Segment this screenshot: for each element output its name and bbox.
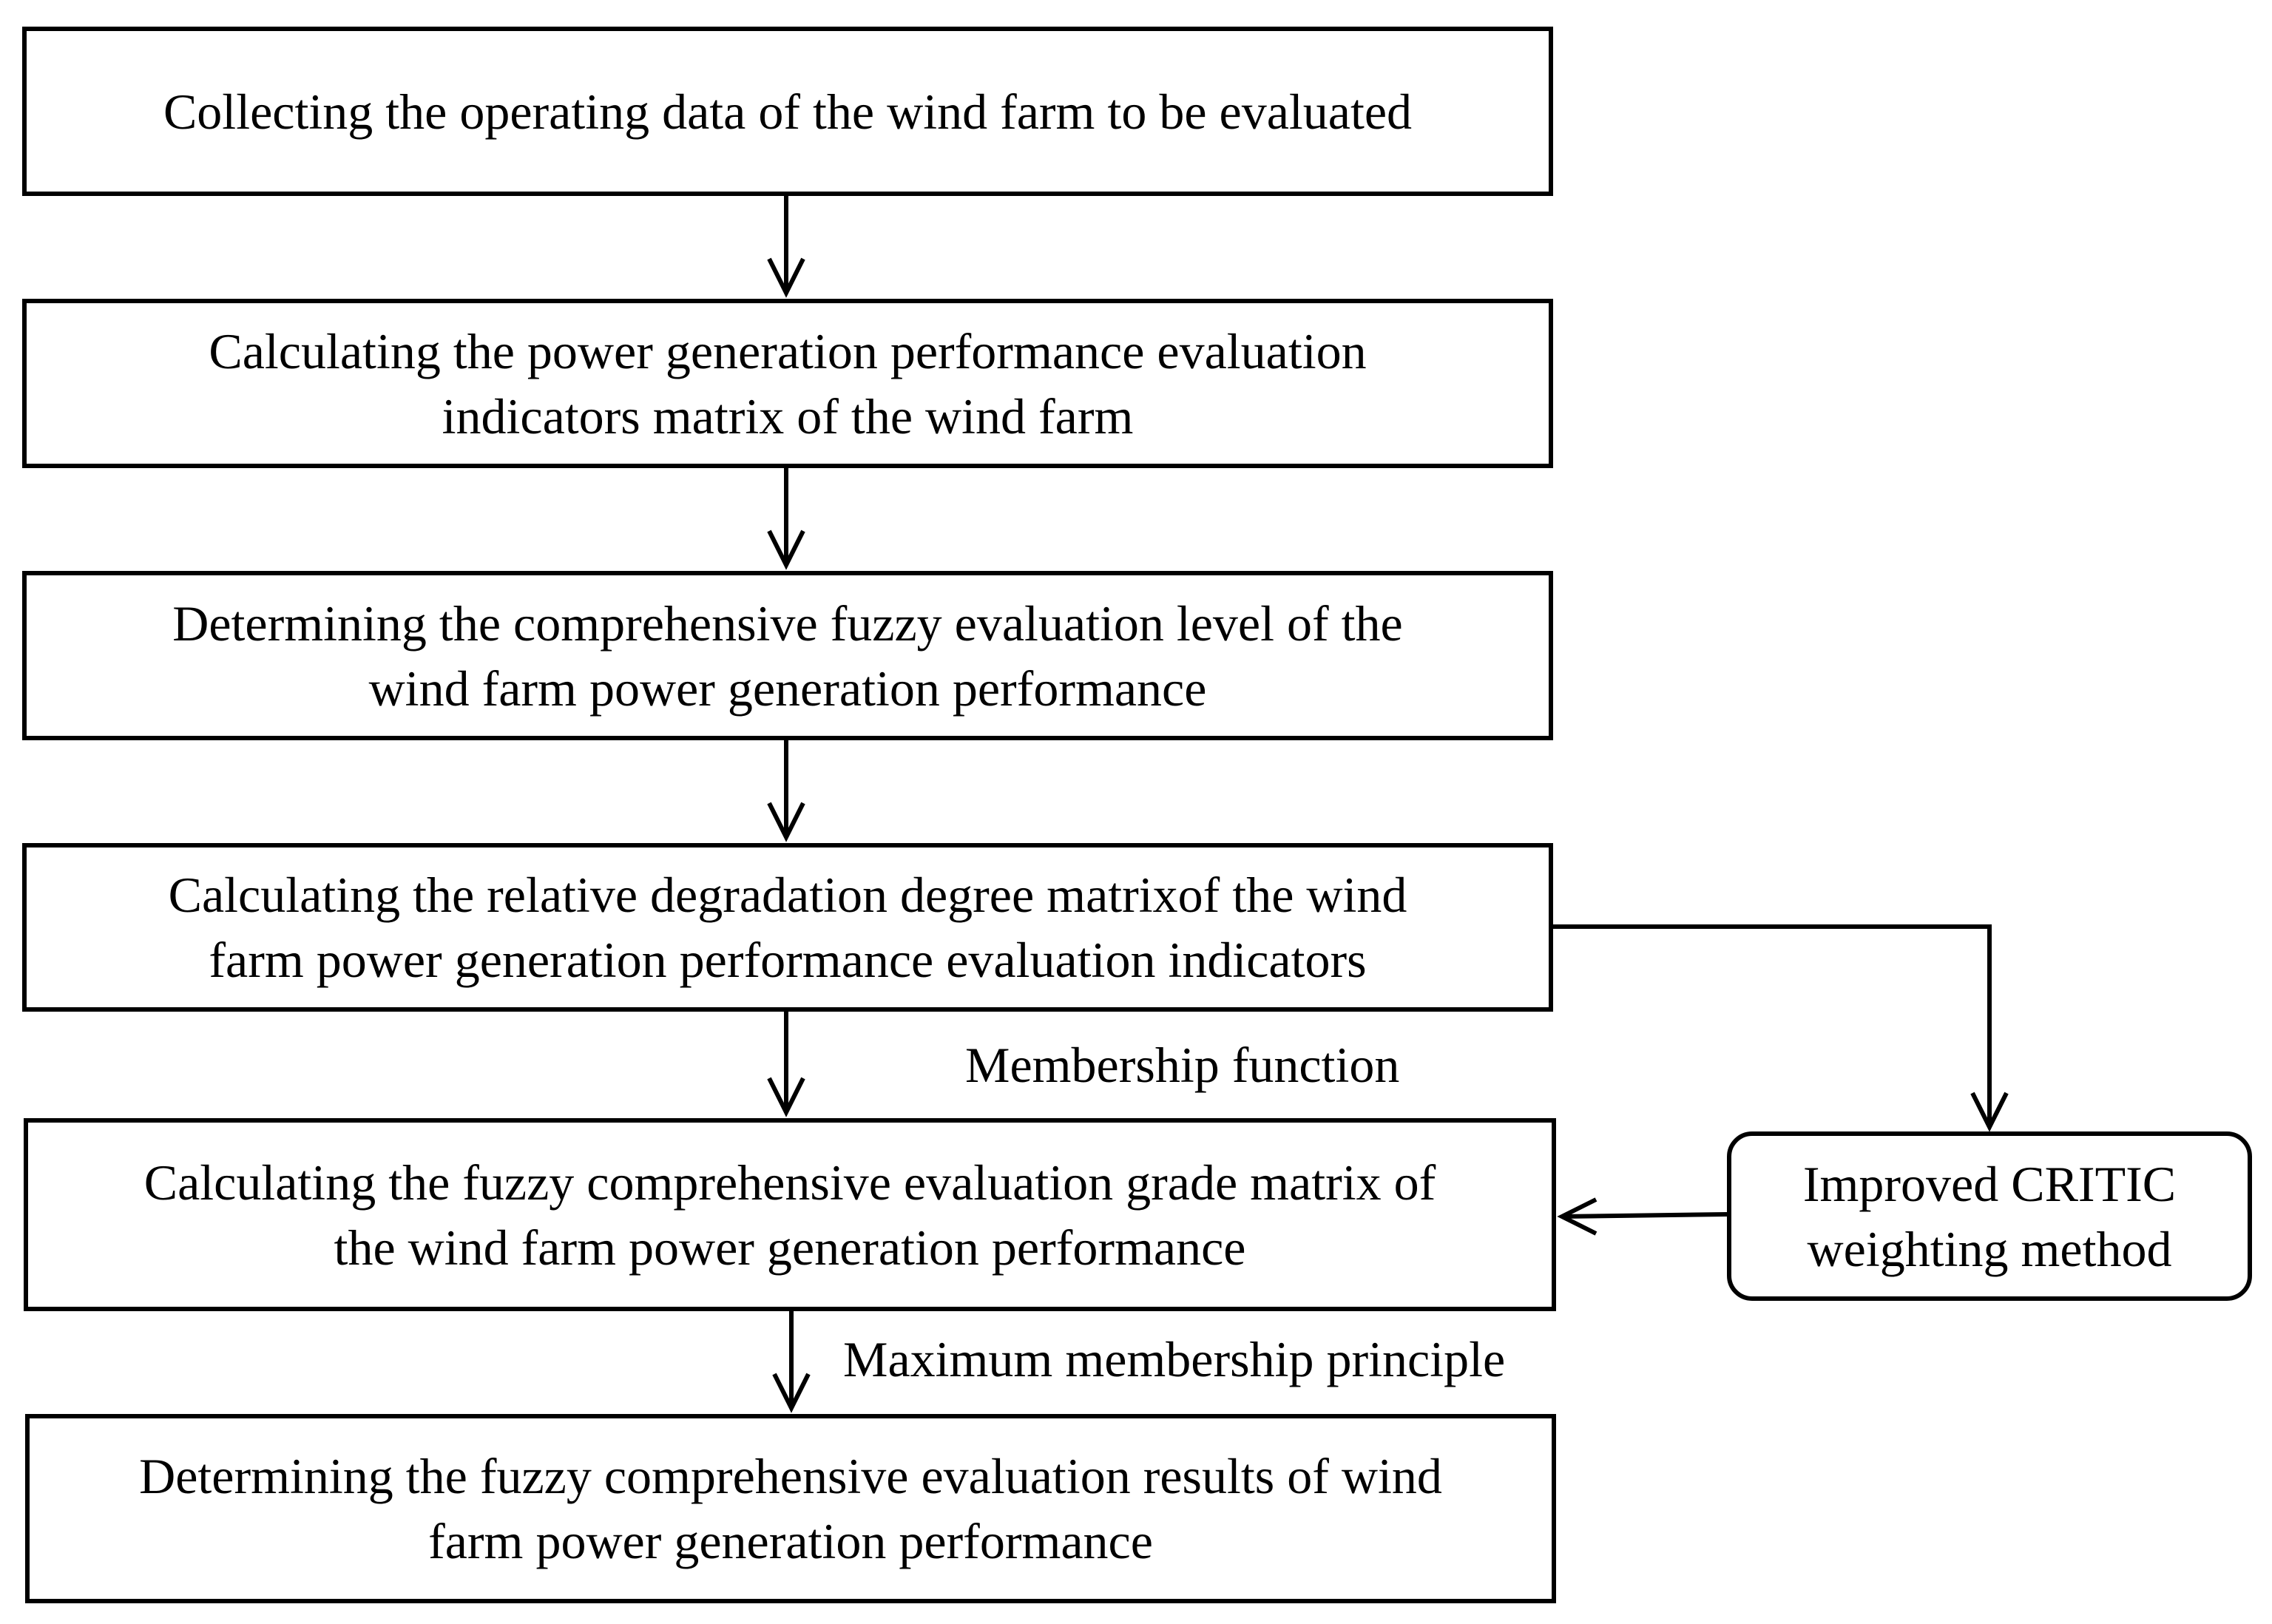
critic-weighting-line1: Improved CRITIC xyxy=(1802,1155,2177,1212)
step-determine-evaluation-level-line1: Determining the comprehensive fuzzy eval… xyxy=(172,595,1403,652)
edge-label-membership-function: Membership function xyxy=(965,1037,1400,1093)
step-calc-degradation-matrix-line1: Calculating the relative degradation deg… xyxy=(168,867,1407,923)
step-determine-results-line1: Determining the fuzzy comprehensive eval… xyxy=(139,1448,1442,1504)
step-calc-grade-matrix-line1: Calculating the fuzzy comprehensive eval… xyxy=(143,1154,1436,1211)
step-determine-evaluation-level-line2: wind farm power generation performance xyxy=(368,660,1207,717)
arrow-step4-to-critic xyxy=(1553,924,1992,1127)
arrowhead-critic-to-step5 xyxy=(1557,1197,1598,1236)
step-collect-data: Collecting the operating data of the win… xyxy=(22,27,1553,196)
edge-label-maximum-membership: Maximum membership principle xyxy=(843,1331,1506,1387)
step-calc-indicators-matrix: Calculating the power generation perform… xyxy=(22,299,1553,468)
step-calc-grade-matrix: Calculating the fuzzy comprehensive eval… xyxy=(24,1118,1556,1311)
step-calc-indicators-matrix-line1: Calculating the power generation perform… xyxy=(209,322,1367,379)
step-calc-indicators-matrix-line2: indicators matrix of the wind farm xyxy=(442,388,1134,444)
step-determine-results-line2: farm power generation performance xyxy=(428,1513,1153,1569)
arrow-critic-to-step5 xyxy=(1561,1212,1728,1219)
arrowhead-step5-to-step6 xyxy=(772,1373,811,1413)
arrowhead-step4-to-critic xyxy=(1970,1092,2009,1132)
arrowhead-step2-to-step3 xyxy=(767,530,805,570)
step-collect-data-text: Collecting the operating data of the win… xyxy=(163,83,1413,140)
arrowhead-step1-to-step2 xyxy=(767,257,805,298)
arrowhead-step4-to-step5 xyxy=(767,1077,805,1117)
step-determine-evaluation-level: Determining the comprehensive fuzzy eval… xyxy=(22,571,1553,740)
step-calc-degradation-matrix-line2: farm power generation performance evalua… xyxy=(209,932,1367,988)
step-calc-grade-matrix-line2: the wind farm power generation performan… xyxy=(334,1219,1246,1276)
step-calc-degradation-matrix: Calculating the relative degradation deg… xyxy=(22,843,1553,1012)
critic-weighting-line2: weighting method xyxy=(1807,1220,2172,1277)
arrowhead-step3-to-step4 xyxy=(767,802,805,842)
step-determine-results: Determining the fuzzy comprehensive eval… xyxy=(25,1414,1556,1603)
critic-weighting-box: Improved CRITIC weighting method xyxy=(1727,1131,2252,1301)
